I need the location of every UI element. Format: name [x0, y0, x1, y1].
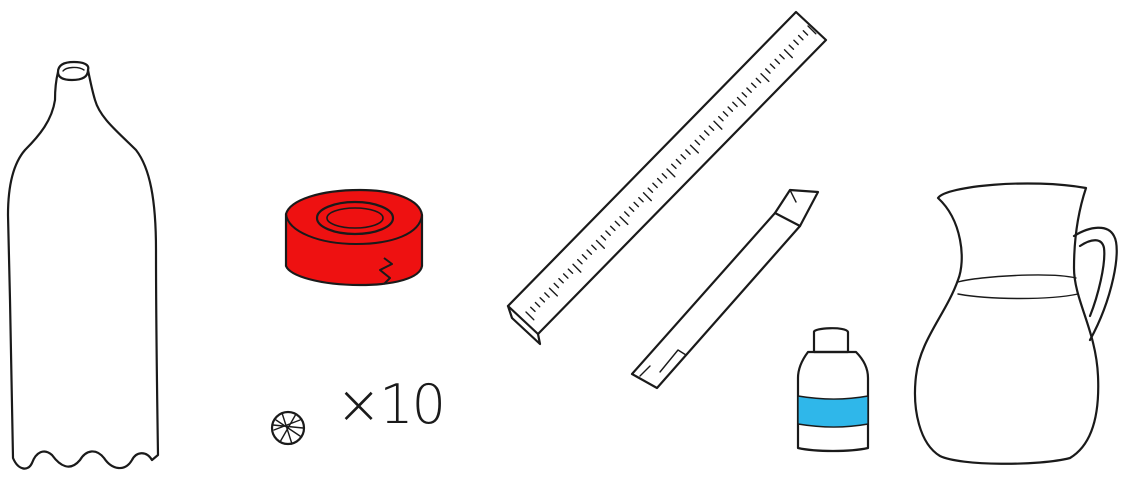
ruler-tick — [750, 82, 757, 89]
ruler-tick — [741, 91, 748, 98]
ruler-tick — [591, 244, 597, 251]
ruler-tick — [779, 53, 785, 60]
straw-icon — [630, 188, 820, 390]
ruler-tick — [572, 263, 582, 273]
ruler-tick — [797, 34, 804, 41]
small-bottle-label — [797, 395, 869, 428]
ruler-tick — [544, 292, 550, 298]
ruler-tick — [793, 39, 799, 46]
ruler-tick — [633, 201, 640, 208]
ruler-tick — [567, 268, 574, 274]
ruler-tick — [562, 273, 569, 279]
ruler-tick — [703, 130, 710, 136]
tape-roll-icon — [284, 188, 424, 287]
ruler-tick — [769, 63, 776, 70]
ruler-tick — [600, 234, 607, 241]
ruler-tick — [788, 44, 795, 50]
ruler-tick — [736, 96, 746, 106]
ruler-tick — [530, 306, 536, 313]
ruler-tick — [614, 220, 621, 227]
ruler-tick — [525, 311, 535, 321]
ruler-tick — [713, 120, 723, 130]
ruler-tick — [699, 134, 705, 141]
ruler-tick — [694, 139, 701, 146]
ruler-tick — [760, 72, 770, 83]
ruler-tick — [722, 111, 729, 117]
ruler-tick — [718, 115, 724, 122]
ruler-tick — [685, 149, 691, 155]
ruler-tick — [661, 173, 668, 179]
ruler-tick — [619, 215, 629, 226]
ruler-tick — [548, 287, 558, 297]
ruler-tick — [807, 25, 817, 35]
ruler-tick — [652, 182, 658, 189]
ruler-tick — [802, 30, 809, 36]
ruler-tick — [586, 249, 593, 255]
water-jug-icon — [913, 182, 1118, 465]
ruler-tick — [689, 144, 699, 154]
ruler-tick — [671, 163, 677, 170]
ruler-tick — [656, 177, 663, 184]
ruler-tick — [558, 277, 564, 284]
ruler-tick — [732, 101, 738, 108]
ruler-tick — [581, 254, 588, 260]
ruler-tick — [595, 239, 605, 249]
ruler-tick — [708, 125, 715, 132]
ruler-tick — [765, 68, 771, 74]
ruler-tick — [638, 196, 644, 203]
ruler-tick — [666, 168, 676, 178]
ruler-tick — [727, 106, 734, 112]
ruler-tick — [746, 87, 752, 93]
ruler-tick — [605, 230, 611, 236]
ruler-tick — [628, 206, 635, 213]
ruler-tick — [642, 192, 652, 202]
ruler-tick — [577, 258, 583, 265]
plastic-bottle-icon — [6, 60, 160, 470]
ruler-icon — [506, 10, 828, 346]
small-bottle-icon — [796, 327, 870, 453]
ruler-tick — [553, 282, 560, 289]
ruler-tick — [675, 158, 682, 165]
ruler-tick — [624, 211, 630, 217]
ruler-tick — [647, 187, 654, 194]
ruler-tick — [534, 301, 541, 308]
ruler-tick — [680, 153, 687, 160]
ruler-tick — [539, 297, 546, 303]
ruler-tick — [783, 49, 793, 59]
ball-bearing-icon — [270, 410, 306, 446]
pellet-count-label: ×10 — [336, 373, 446, 436]
ruler-tick — [755, 77, 762, 84]
ruler-tick — [609, 225, 616, 232]
ruler-tick — [774, 58, 781, 65]
